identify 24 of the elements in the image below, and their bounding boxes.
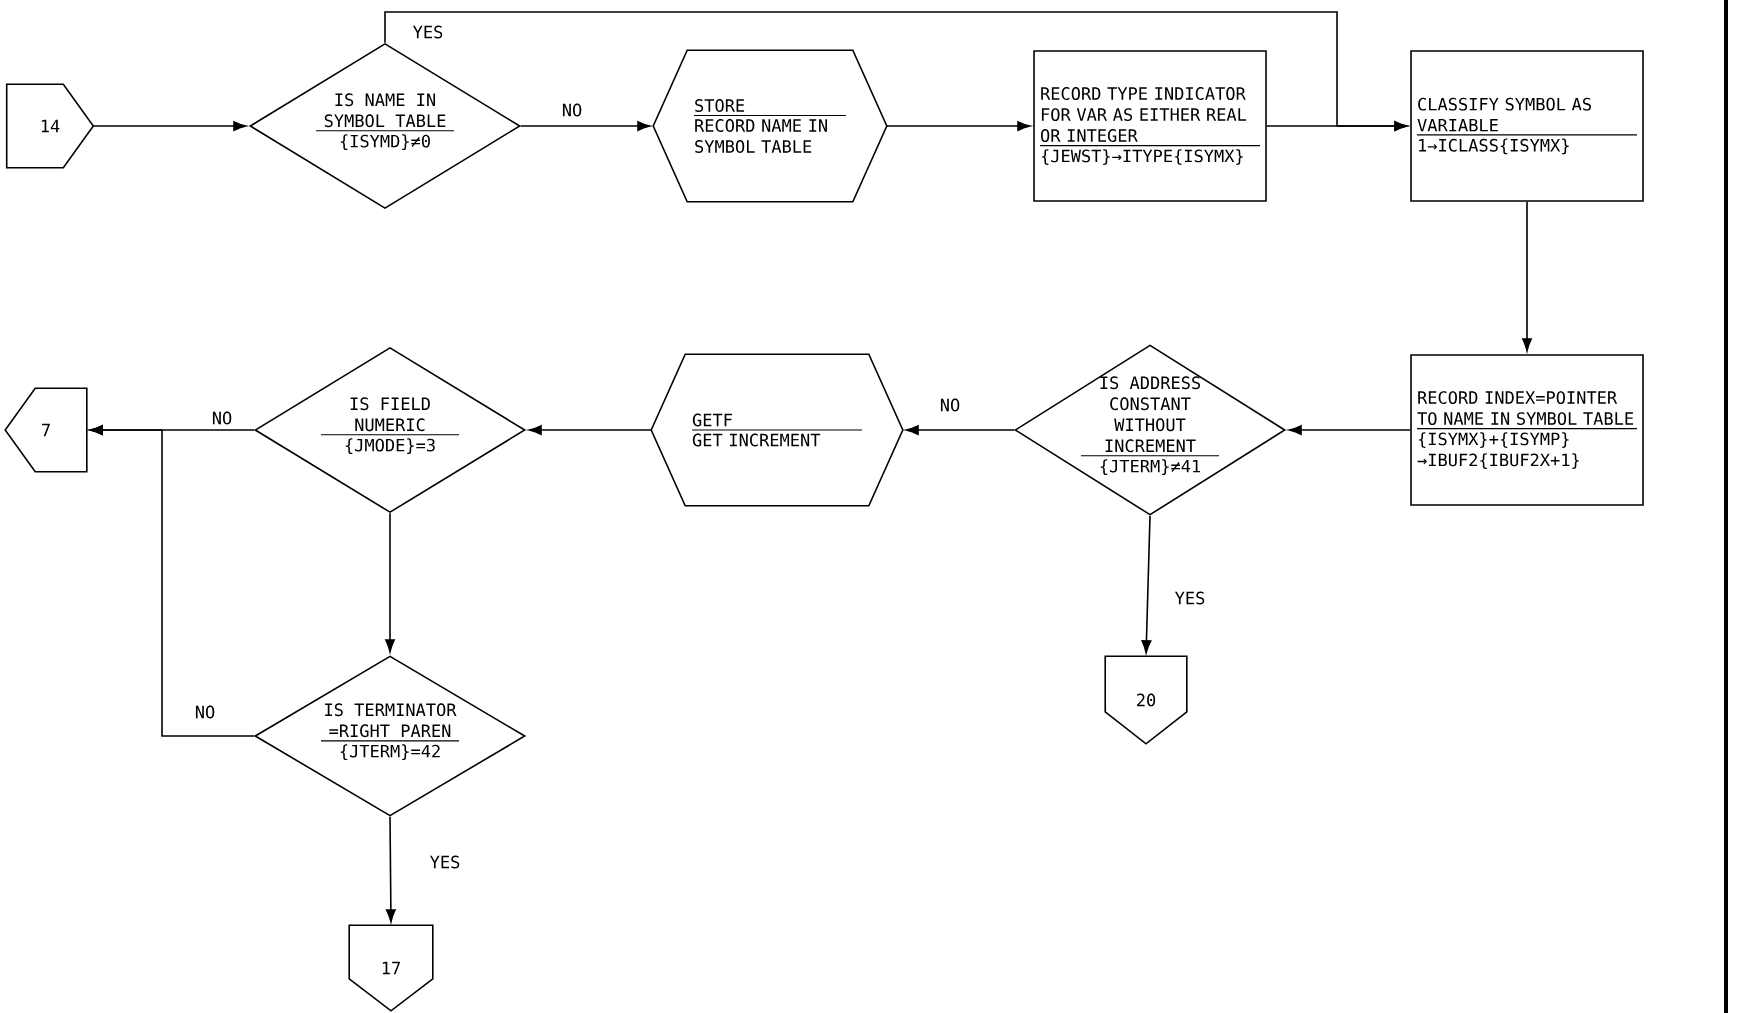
arrow: [385, 816, 396, 923]
arrow: [1266, 121, 1408, 131]
process-box: RECORD TYPE INDICATOR FOR VAR AS EITHER REAL OR INTEGER {JEWST}→ITYPE{ISYMX}: [1033, 50, 1267, 202]
arrow: [89, 425, 255, 737]
preparation-hexagon: GETF GET INCREMENT: [650, 353, 904, 507]
edge-label: NO: [937, 396, 963, 414]
arrow: [1522, 201, 1532, 352]
arrow: [528, 425, 652, 435]
arrow: [905, 425, 1015, 435]
preparation-hexagon: STORE RECORD NAME IN SYMBOL TABLE: [652, 49, 888, 203]
edge-label: YES: [1172, 589, 1208, 607]
process-box: RECORD INDEX=POINTER TO NAME IN SYMBOL TABLE {ISYMX}+{ISYMP}→IBUF2{IBUF2X+1}: [1410, 354, 1644, 506]
edge-label: NO: [209, 409, 235, 427]
arrow: [92, 121, 247, 131]
arrow: [1288, 425, 1411, 435]
edge-label: NO: [559, 101, 585, 119]
edge-label: YES: [427, 853, 463, 871]
process-box: CLASSIFY SYMBOL AS VARIABLE 1→ICLASS{ISYMX}: [1410, 50, 1644, 202]
arrow: [886, 121, 1031, 131]
edge-label: NO: [192, 703, 218, 721]
arrow: [1141, 515, 1152, 654]
arrow: [520, 121, 651, 131]
arrow: [385, 512, 395, 653]
edge-label: YES: [410, 23, 446, 41]
